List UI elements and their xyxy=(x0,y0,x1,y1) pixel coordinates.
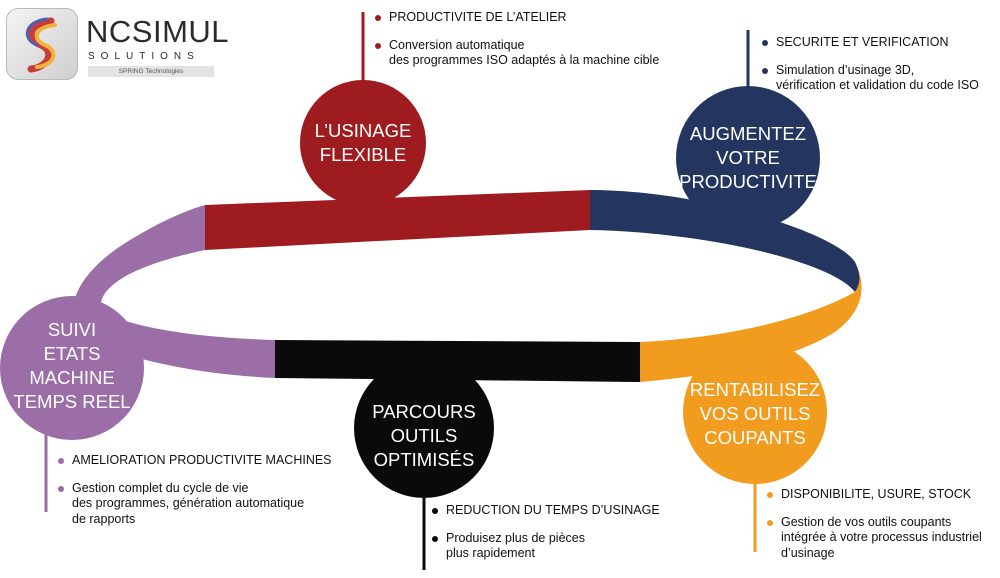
bullet-item: Conversion automatique des programmes IS… xyxy=(375,38,695,69)
bullet-item: DISPONIBILITE, USURE, STOCK xyxy=(767,487,999,503)
circle-outils xyxy=(683,340,827,484)
bullet-item: Simulation d’usinage 3D, vérification et… xyxy=(762,63,998,94)
ring-segment-navy xyxy=(590,190,860,292)
bullet-item: PRODUCTIVITE DE L’ATELIER xyxy=(375,10,695,26)
bullet-item: Produisez plus de pièces plus rapidement xyxy=(432,531,692,562)
ring-segment-red xyxy=(205,190,590,250)
title-parcours: PARCOURS OUTILS OPTIMISÉS xyxy=(372,401,476,470)
title-productivite: AUGMENTEZ VOTRE PRODUCTIVITE xyxy=(679,123,817,192)
logo-mark-icon xyxy=(6,8,78,80)
logo-subtitle: SOLUTIONS xyxy=(88,51,200,62)
bullets-outils: DISPONIBILITE, USURE, STOCK Gestion de v… xyxy=(767,487,999,573)
bullet-item: Gestion complet du cycle de vie des prog… xyxy=(58,481,348,528)
logo-brand: NCSIMUL xyxy=(86,14,230,49)
logo-tagline: SPRING Technologies xyxy=(88,66,214,77)
ring-segment-orange xyxy=(640,262,862,382)
title-usinage: L’USINAGE FLEXIBLE xyxy=(314,120,412,165)
title-suivi: SUIVI ETATS MACHINE TEMPS REEL xyxy=(13,319,131,412)
bullet-item: SECURITE ET VERIFICATION xyxy=(762,35,998,51)
circle-parcours xyxy=(354,358,494,498)
bullets-usinage: PRODUCTIVITE DE L’ATELIER Conversion aut… xyxy=(375,10,695,81)
ring-segment-black xyxy=(275,340,640,382)
bullets-parcours: REDUCTION DU TEMPS D’USINAGE Produisez p… xyxy=(432,503,692,574)
bullets-suivi: AMELIORATION PRODUCTIVITE MACHINES Gesti… xyxy=(58,453,348,539)
bullet-item: REDUCTION DU TEMPS D’USINAGE xyxy=(432,503,692,519)
bullet-item: Gestion de vos outils coupants intégrée … xyxy=(767,515,999,562)
circle-productivite xyxy=(676,86,820,230)
title-outils: RENTABILISEZ VOS OUTILS COUPANTS xyxy=(689,379,821,448)
bullet-item: AMELIORATION PRODUCTIVITE MACHINES xyxy=(58,453,348,469)
circle-suivi xyxy=(0,296,144,440)
circle-usinage xyxy=(300,80,426,206)
bullets-productivite: SECURITE ET VERIFICATION Simulation d’us… xyxy=(762,35,998,106)
ncsimul-logo: NCSIMUL SOLUTIONS SPRING Technologies xyxy=(6,8,229,80)
